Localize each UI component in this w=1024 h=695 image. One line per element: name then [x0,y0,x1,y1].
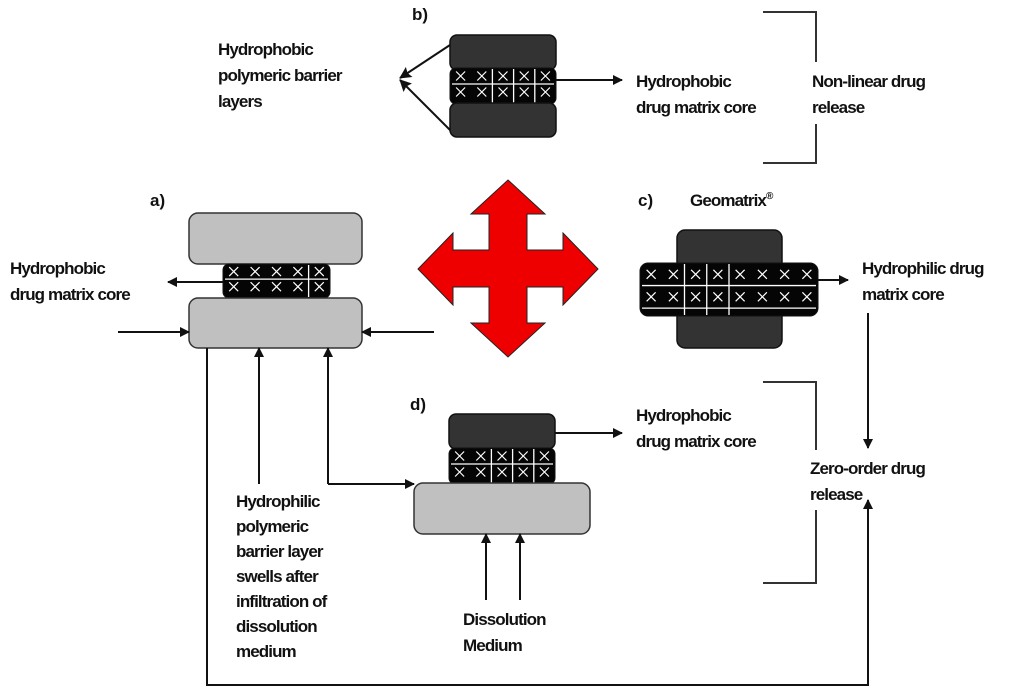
drug-particle-icon [454,451,465,461]
arrow-to-barrier-label-bottom [399,79,451,131]
drug-particle-icon [476,87,487,97]
loop-arrow-to-zero-order [206,348,873,686]
drug-particle-icon [497,451,507,461]
drug-particle-icon [250,281,261,292]
drug-particle-icon [454,467,465,477]
drug-particle-icon [712,291,723,302]
zero-order-release-label: Zero-order drug release [810,459,929,504]
hydrophilic-barrier-layer-d [413,482,591,535]
drug-particle-icon [475,451,486,461]
dissolution-medium-label: Dissolution Medium [463,610,549,655]
hydrophobic-barrier-layer-top [449,34,557,71]
drug-particle-icon [735,291,746,302]
drug-particle-icon [735,269,746,280]
drug-particle-icon [690,291,701,302]
drug-matrix-core-b [449,67,557,105]
drug-particle-icon [497,467,507,477]
hydrophilic-barrier-layer-bottom [188,297,363,349]
drug-matrix-core-c [639,262,819,317]
drug-particle-icon [646,269,657,280]
panel-c: c) Geomatrix® Hydrophilic drug matrix co… [638,191,987,449]
drug-matrix-core-a [222,263,331,299]
panel-a: a) Hydrophobic drug matrix core Hydrophi… [10,191,873,686]
drug-particle-icon [539,467,550,477]
drug-particle-icon [801,291,812,302]
arrow-to-barrier-label-top [399,44,451,79]
drug-particle-icon [498,71,508,81]
drug-particle-icon [801,269,812,280]
panel-b: b) Hydrophobic polymeric barrier layers … [218,5,929,164]
drug-particle-icon [292,281,303,292]
panel-a-label: a) [150,191,165,210]
drug-particle-icon [519,71,530,81]
panel-b-label: b) [412,5,428,24]
drug-particle-icon [455,87,466,97]
bracket-bottom-lower [763,510,817,584]
hydrophobic-barrier-layer-d [448,413,556,450]
geomatrix-title: Geomatrix® [690,191,774,210]
drug-particle-icon [668,269,679,280]
drug-particle-icon [519,87,530,97]
drug-particle-icon [540,71,551,81]
drug-particle-icon [712,269,723,280]
drug-particle-icon [540,87,551,97]
panel-b-core-label: Hydrophobic drug matrix core [636,72,756,117]
panel-a-core-label: Hydrophobic drug matrix core [10,259,130,304]
four-way-arrow-icon [417,179,599,358]
drug-particle-icon [228,266,239,277]
drug-particle-icon [228,281,239,292]
drug-particle-icon [757,269,768,280]
drug-particle-icon [475,467,486,477]
drug-particle-icon [646,291,657,302]
bracket-top-lower [763,124,817,164]
panel-a-barrier-label: Hydrophilic polymeric barrier layer swel… [236,492,330,661]
non-linear-release-label: Non-linear drug release [812,72,929,117]
panel-c-core-label: Hydrophilic drug matrix core [862,259,987,304]
drug-particle-icon [779,291,790,302]
drug-particle-icon [476,71,487,81]
drug-particle-icon [292,266,303,277]
drug-particle-icon [314,266,325,277]
drug-particle-icon [668,291,679,302]
panel-d: d) Hydrophobic drug matrix core Dissolut… [410,381,929,655]
bracket-bottom-upper [763,381,817,450]
panel-d-core-label: Hydrophobic drug matrix core [636,406,756,451]
drug-particle-icon [779,269,790,280]
drug-particle-icon [250,266,261,277]
drug-particle-icon [314,281,325,292]
drug-particle-icon [690,269,701,280]
panel-c-label: c) [638,191,653,210]
drug-matrix-core-d [448,447,556,485]
drug-particle-icon [518,467,529,477]
drug-particle-icon [271,266,282,277]
hydrophobic-barrier-layer-bottom [449,102,557,138]
panel-b-barrier-label: Hydrophobic polymeric barrier layers [218,40,345,111]
drug-particle-icon [539,451,550,461]
drug-particle-icon [518,451,529,461]
drug-particle-icon [271,281,282,292]
bracket-top-upper [763,11,817,62]
panel-d-label: d) [410,395,426,414]
drug-particle-icon [498,87,508,97]
hydrophilic-barrier-layer-top [188,212,363,265]
drug-particle-icon [455,71,466,81]
drug-particle-icon [757,291,768,302]
